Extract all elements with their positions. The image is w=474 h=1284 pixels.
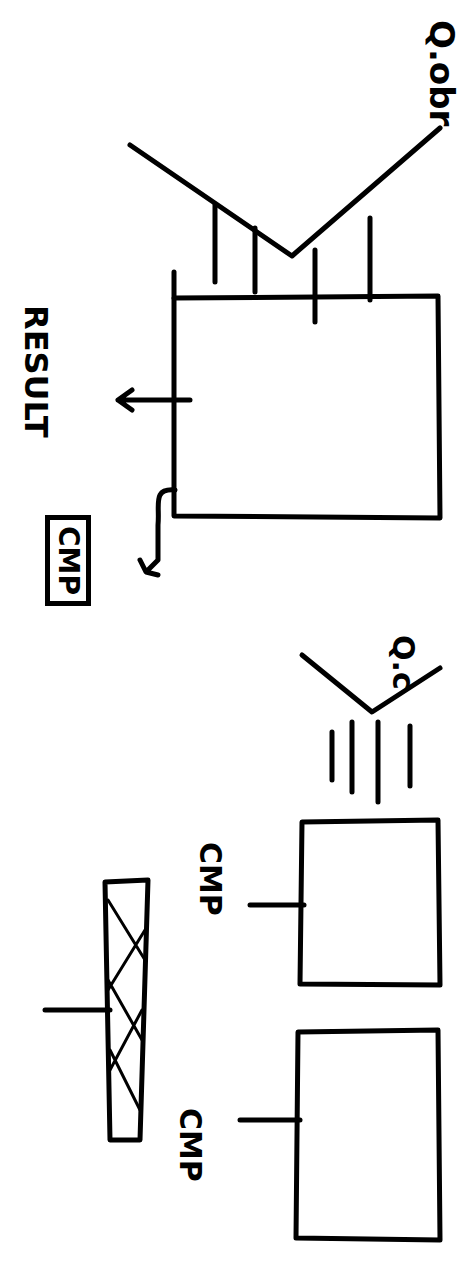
strip-hatching [108,900,145,1110]
boxed-label: CMP [45,515,91,606]
small-box [296,1030,440,1240]
funnel-outline [302,655,440,712]
leader-line [45,1008,110,1013]
leader-line [250,903,304,908]
node-text: CMP [54,526,82,595]
box-tick [172,272,177,298]
result-arrow [118,390,190,410]
funnel-lines [332,722,410,802]
funnel-outline [130,128,440,256]
leader-arrow [140,490,175,575]
handwritten-label: Q.obr [425,20,459,126]
handwritten-label: CMP [195,842,225,916]
funnel-lines [215,205,370,322]
large-box [174,296,440,518]
small-box [300,820,440,985]
handwritten-label: Q.c [388,635,418,690]
leader-line [240,1118,300,1123]
handwritten-label: RESULT [20,305,52,437]
handwritten-label: CMP [175,1108,205,1182]
